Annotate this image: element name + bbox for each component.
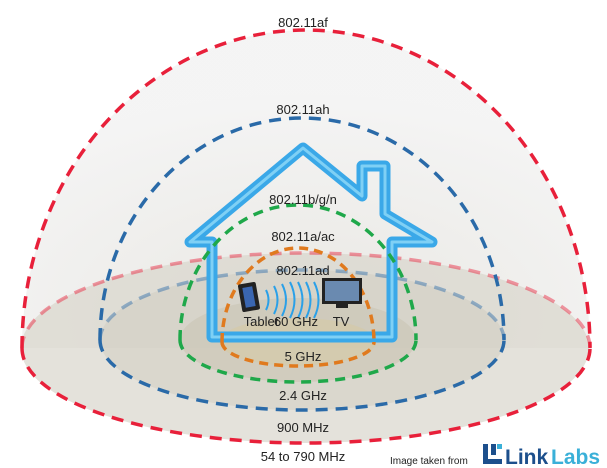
ah-range xyxy=(98,116,506,412)
tablet-icon xyxy=(238,281,260,313)
tv-label: TV xyxy=(333,314,350,329)
linklabs-logo: Link Labs xyxy=(483,444,600,468)
ah-band-label: 900 MHz xyxy=(277,420,329,435)
af-band-label: 54 to 790 MHz xyxy=(261,449,346,464)
aac-band-label: 5 GHz xyxy=(285,349,322,364)
credit-text: Image taken from xyxy=(390,456,468,467)
bgn-label: 802.11b/g/n xyxy=(269,192,337,207)
tv-icon xyxy=(322,278,362,308)
bgn-range xyxy=(178,203,418,384)
ah-label: 802.11ah xyxy=(276,102,329,117)
tablet-label: Tablet xyxy=(244,314,279,329)
wireless-waves-icon xyxy=(265,281,320,319)
logo-labs: Labs xyxy=(551,446,600,468)
ad-label: 802.11ad xyxy=(276,263,329,278)
af-label: 802.11af xyxy=(278,15,328,30)
aac-label: 802.11a/ac xyxy=(271,229,335,244)
logo-link: Link xyxy=(505,446,548,468)
ad-band-label: 60 GHz xyxy=(274,314,318,329)
bgn-band-label: 2.4 GHz xyxy=(279,388,327,403)
af-range xyxy=(20,28,592,445)
aac-range xyxy=(220,246,376,368)
